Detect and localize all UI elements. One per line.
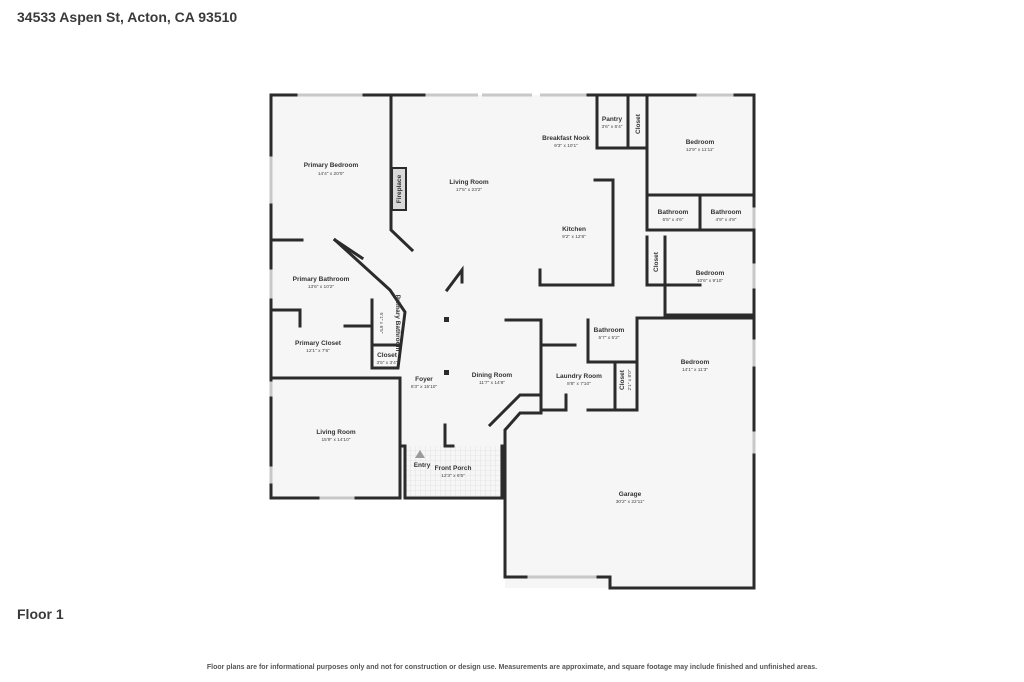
room-label-primary-closet: Primary Closet 12'1" x 7'6" bbox=[295, 340, 342, 354]
svg-text:17'5" x 23'2": 17'5" x 23'2" bbox=[456, 187, 483, 193]
room-label-dining-room: Dining Room 11'7" x 14'8" bbox=[472, 372, 513, 386]
svg-text:Bathroom: Bathroom bbox=[594, 327, 625, 334]
room-label-fireplace: Fireplace bbox=[396, 174, 403, 203]
svg-text:Entry: Entry bbox=[414, 462, 431, 469]
floor-label: Floor 1 bbox=[17, 606, 64, 622]
svg-text:14'1" x 11'3": 14'1" x 11'3" bbox=[682, 367, 708, 373]
svg-text:Closet: Closet bbox=[619, 369, 626, 390]
svg-text:Primary Closet: Primary Closet bbox=[295, 340, 342, 347]
fireplace-box bbox=[391, 167, 407, 211]
svg-text:5'7" x 5'2": 5'7" x 5'2" bbox=[599, 335, 620, 341]
svg-text:Laundry Room: Laundry Room bbox=[556, 373, 602, 380]
room-label-bathroom-c: Bathroom 5'7" x 5'2" bbox=[594, 327, 625, 341]
svg-text:Primary Bathroom: Primary Bathroom bbox=[394, 295, 401, 352]
svg-text:9'2" x 12'8": 9'2" x 12'8" bbox=[562, 234, 586, 240]
svg-text:11'7" x 14'8": 11'7" x 14'8" bbox=[479, 380, 505, 386]
svg-text:Bedroom: Bedroom bbox=[696, 270, 725, 277]
room-label-closet-laundry: Closet 2'1" x 8'0" bbox=[619, 369, 633, 390]
room-label-bedroom-ne: Bedroom 12'9" x 11'11" bbox=[686, 139, 715, 153]
room-label-primary-bathroom-small: Primary Bathroom 5'1" x 6'5" bbox=[378, 295, 401, 352]
svg-text:Bedroom: Bedroom bbox=[686, 139, 715, 146]
svg-text:Bedroom: Bedroom bbox=[681, 359, 710, 366]
svg-text:Living Room: Living Room bbox=[449, 179, 489, 186]
room-label-primary-bathroom: Primary Bathroom 13'6" x 10'2" bbox=[293, 276, 350, 290]
svg-text:30'2" x 22'11": 30'2" x 22'11" bbox=[616, 499, 645, 505]
svg-text:Foyer: Foyer bbox=[415, 376, 433, 383]
svg-text:15'9" x 14'10": 15'9" x 14'10" bbox=[322, 437, 351, 443]
room-label-front-porch: Front Porch 12'3" x 6'5" bbox=[435, 465, 472, 479]
svg-text:12'1" x 7'6": 12'1" x 7'6" bbox=[306, 348, 330, 354]
room-label-closet-mid: Closet bbox=[653, 251, 660, 272]
room-label-garage: Garage 30'2" x 22'11" bbox=[616, 491, 645, 505]
page-title: 34533 Aspen St, Acton, CA 93510 bbox=[17, 9, 238, 25]
svg-text:4'9" x 4'8": 4'9" x 4'8" bbox=[716, 217, 737, 223]
svg-text:Closet: Closet bbox=[635, 113, 642, 134]
svg-text:6'5" x 4'6": 6'5" x 4'6" bbox=[663, 217, 684, 223]
svg-text:12'9" x 11'11": 12'9" x 11'11" bbox=[686, 147, 715, 153]
svg-text:9'3" x 10'1": 9'3" x 10'1" bbox=[554, 143, 578, 149]
svg-text:Garage: Garage bbox=[619, 491, 642, 498]
svg-text:Dining Room: Dining Room bbox=[472, 372, 513, 379]
svg-text:14'4" x 20'0": 14'4" x 20'0" bbox=[318, 171, 345, 177]
windows bbox=[269, 93, 756, 579]
room-label-kitchen: Kitchen 9'2" x 12'8" bbox=[562, 226, 586, 240]
svg-text:10'6" x 9'10": 10'6" x 9'10" bbox=[697, 278, 724, 284]
room-label-breakfast-nook: Breakfast Nook 9'3" x 10'1" bbox=[542, 135, 590, 149]
svg-text:Living Room: Living Room bbox=[316, 429, 356, 436]
room-label-entry: Entry bbox=[414, 462, 431, 469]
svg-text:Primary Bathroom: Primary Bathroom bbox=[293, 276, 350, 283]
svg-text:8'8" x 7'10": 8'8" x 7'10" bbox=[567, 381, 591, 387]
svg-text:Closet: Closet bbox=[653, 251, 660, 272]
room-label-closet-top: Closet bbox=[635, 113, 642, 134]
svg-text:6'3" x 15'10": 6'3" x 15'10" bbox=[411, 384, 438, 390]
room-label-pantry: Pantry 3'6" x 6'4" bbox=[602, 116, 623, 130]
svg-text:5'1" x 6'5": 5'1" x 6'5" bbox=[378, 313, 384, 334]
svg-text:Kitchen: Kitchen bbox=[562, 226, 586, 233]
svg-text:Bathroom: Bathroom bbox=[658, 209, 689, 216]
svg-text:13'6" x 10'2": 13'6" x 10'2" bbox=[308, 284, 335, 290]
room-label-foyer: Foyer 6'3" x 15'10" bbox=[411, 376, 438, 390]
room-label-bedroom-mid: Bedroom 10'6" x 9'10" bbox=[696, 270, 725, 284]
svg-text:Breakfast Nook: Breakfast Nook bbox=[542, 135, 590, 142]
svg-text:2'1" x 8'0": 2'1" x 8'0" bbox=[627, 369, 633, 390]
svg-text:3'6" x 6'4": 3'6" x 6'4" bbox=[602, 124, 623, 130]
svg-text:Pantry: Pantry bbox=[602, 116, 623, 123]
room-label-closet-small: Closet 3'5" x 3'4" bbox=[377, 352, 398, 366]
walls bbox=[269, 93, 756, 590]
svg-text:Primary Bedroom: Primary Bedroom bbox=[304, 162, 359, 169]
room-label-bedroom-se: Bedroom 14'1" x 11'3" bbox=[681, 359, 710, 373]
svg-text:3'5" x 3'4": 3'5" x 3'4" bbox=[377, 360, 398, 366]
room-label-living-room-sw: Living Room 15'9" x 14'10" bbox=[316, 429, 356, 443]
room-label-primary-bedroom: Primary Bedroom 14'4" x 20'0" bbox=[304, 162, 359, 177]
room-label-bathroom-b: Bathroom 4'9" x 4'8" bbox=[711, 209, 742, 223]
room-label-bathroom-a: Bathroom 6'5" x 4'6" bbox=[658, 209, 689, 223]
disclaimer-text: Floor plans are for informational purpos… bbox=[206, 664, 818, 671]
svg-text:Closet: Closet bbox=[377, 352, 398, 359]
room-label-living-room-main: Living Room 17'5" x 23'2" bbox=[449, 179, 489, 193]
room-label-laundry-room: Laundry Room 8'8" x 7'10" bbox=[556, 373, 602, 387]
svg-text:Bathroom: Bathroom bbox=[711, 209, 742, 216]
svg-text:Fireplace: Fireplace bbox=[396, 174, 403, 203]
entry-arrow-icon bbox=[415, 450, 425, 458]
svg-text:Front Porch: Front Porch bbox=[435, 465, 472, 472]
svg-text:12'3" x 6'5": 12'3" x 6'5" bbox=[441, 473, 465, 479]
